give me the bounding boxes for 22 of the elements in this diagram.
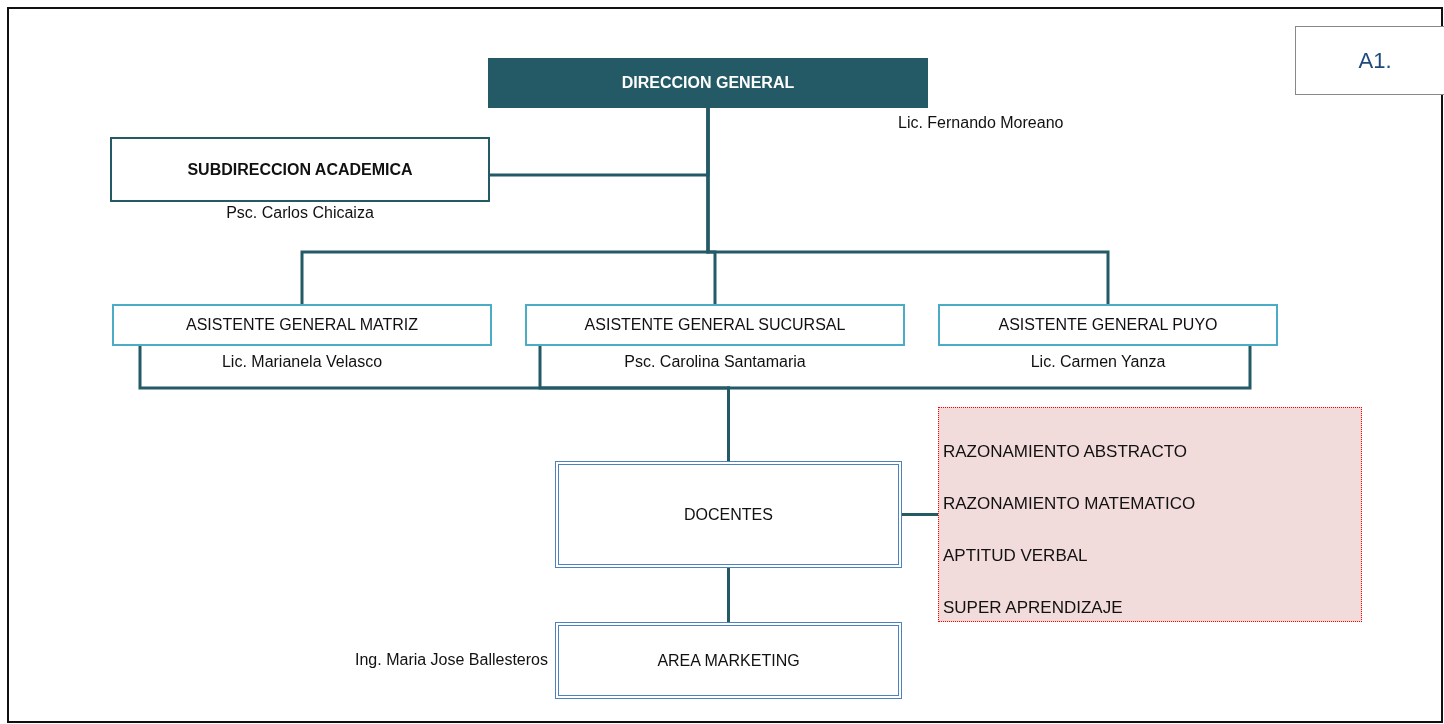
subject-panel [938, 407, 1362, 622]
person-name: Lic. Marianela Velasco [221, 353, 383, 371]
subject-label: APTITUD VERBAL [943, 546, 1088, 566]
connector-line [727, 568, 730, 622]
department-box: ASISTENTE GENERAL MATRIZ [112, 304, 492, 346]
subject-label: SUPER APRENDIZAJE [943, 598, 1123, 618]
department-box: AREA MARKETING [555, 622, 902, 699]
person-name: Psc. Carolina Santamaria [624, 353, 806, 371]
department-box: ASISTENTE GENERAL SUCURSAL [525, 304, 905, 346]
person-name: Lic. Fernando Moreano [898, 114, 1064, 132]
subject-label: RAZONAMIENTO MATEMATICO [943, 494, 1196, 514]
person-name: Lic. Carmen Yanza [1030, 353, 1166, 371]
person-name: Ing. Maria Jose Ballesteros [355, 651, 548, 669]
header-box: DIRECCION GENERAL [488, 58, 928, 108]
department-box: ASISTENTE GENERAL PUYO [938, 304, 1278, 346]
department-box: DOCENTES [555, 461, 902, 568]
subject-label: RAZONAMIENTO ABSTRACTO [943, 442, 1188, 462]
page-tag-box: A1. [1295, 26, 1444, 95]
department-box: SUBDIRECCION ACADEMICA [110, 137, 490, 202]
person-name: Psc. Carlos Chicaiza [226, 204, 374, 222]
connector-line [706, 108, 1110, 304]
connector-line [902, 513, 938, 516]
